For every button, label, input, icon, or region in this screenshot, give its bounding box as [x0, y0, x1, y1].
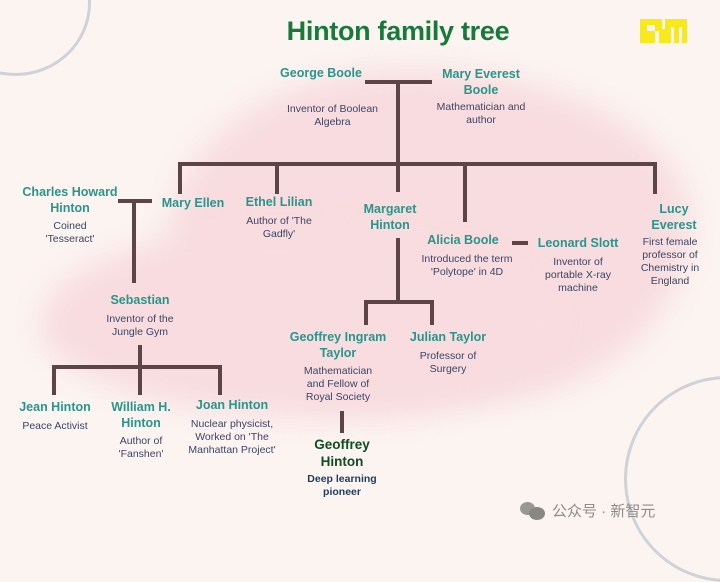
line-to-julian [430, 300, 434, 325]
line-margaret-down [396, 238, 400, 302]
person-description: Mathematician and author [436, 101, 526, 126]
taylor-sibling-bar [364, 300, 434, 304]
person-name: William H. Hinton [111, 400, 171, 430]
marriage-line-alicia-leonard [512, 241, 528, 245]
person-geoffrey-hinton: Geoffrey Hinton Deep learning pioneer [300, 436, 384, 499]
line-to-joan [218, 365, 222, 395]
person-julian-taylor: Julian Taylor Professor of Surgery [402, 330, 494, 376]
person-leonard-slott: Leonard Slott Inventor of portable X-ray… [530, 236, 626, 295]
person-name: Mary Everest Boole [442, 67, 520, 97]
person-description: Deep learning pioneer [307, 473, 377, 498]
person-description: Nuclear physicist, Worked on 'The Manhat… [188, 417, 276, 456]
watermark: 公众号 · 新智元 [520, 500, 655, 521]
person-name: Geoffrey Hinton [314, 437, 370, 469]
person-description: Inventor of Boolean Algebra [286, 103, 379, 128]
person-alicia-boole: Alicia Boole Introduced the term 'Polyto… [408, 233, 526, 279]
person-name: Margaret Hinton [363, 202, 417, 232]
person-margaret-hinton: Margaret Hinton [354, 202, 426, 233]
person-joan-hinton: Joan Hinton Nuclear physicist, Worked on… [180, 398, 284, 457]
person-description: Coined 'Tesseract' [45, 220, 95, 245]
watermark-text: 公众号 · 新智元 [552, 503, 656, 520]
person-george-boole: George Boole [266, 66, 376, 82]
person-charles-howard-hinton: Charles Howard Hinton Coined 'Tesseract' [16, 185, 124, 246]
person-description: Professor of Surgery [419, 349, 477, 375]
person-description: Inventor of the Jungle Gym [106, 312, 174, 338]
person-description: First female professor of Chemistry in E… [640, 236, 700, 287]
person-mary-everest-boole: Mary Everest Boole Mathematician and aut… [430, 67, 532, 127]
line-to-ethel-lilian [275, 162, 279, 194]
line-to-mary-ellen [178, 162, 182, 194]
person-description: Peace Activist [22, 419, 88, 432]
person-name: Jean Hinton [19, 400, 91, 414]
person-name: George Boole [280, 66, 362, 80]
person-george-boole-desc: Inventor of Boolean Algebra [270, 99, 395, 129]
sebastian-children-bar [52, 365, 222, 369]
person-name: Mary Ellen [161, 196, 225, 210]
person-sebastian: Sebastian Inventor of the Jungle Gym [88, 293, 192, 339]
line-to-margaret [396, 162, 400, 192]
person-ethel-lilian: Ethel Lilian Author of 'The Gadfly' [236, 195, 322, 241]
line-to-sebastian [132, 201, 136, 283]
person-description: Mathematician and Fellow of Royal Societ… [303, 365, 373, 403]
line-boole-down [396, 82, 400, 165]
sibling-bar [178, 162, 656, 166]
person-name: Lucy Everest [651, 202, 697, 232]
person-name: Leonard Slott [537, 236, 619, 250]
person-description: Author of 'The Gadfly' [246, 214, 312, 240]
person-description: Introduced the term 'Polytope' in 4D [421, 252, 513, 278]
person-jean-hinton: Jean Hinton Peace Activist [10, 400, 100, 433]
person-william-h-hinton: William H. Hinton Author of 'Fanshen' [102, 400, 180, 461]
line-to-lucy [653, 162, 657, 194]
person-name: Geoffrey Ingram Taylor [289, 330, 387, 360]
person-mary-ellen: Mary Ellen [153, 196, 233, 212]
line-sebastian-down [138, 345, 142, 370]
aim-logo [640, 19, 687, 43]
person-geoffrey-ingram-taylor: Geoffrey Ingram Taylor Mathematician and… [284, 330, 392, 404]
person-description: Author of 'Fanshen' [118, 435, 164, 460]
person-name: Joan Hinton [195, 398, 269, 412]
line-to-alicia [463, 162, 467, 222]
person-name: Charles Howard Hinton [22, 185, 118, 215]
wechat-icon [520, 501, 546, 521]
person-lucy-everest: Lucy Everest First female professor of C… [630, 202, 710, 288]
line-to-william [138, 365, 142, 395]
decorative-circle-bottom-right [624, 376, 720, 582]
pink-background-blob-lower [40, 230, 560, 420]
person-name: Sebastian [110, 293, 170, 307]
person-name: Julian Taylor [409, 330, 487, 344]
line-to-geoffrey-ingram [364, 300, 368, 325]
line-to-geoffrey-hinton [340, 411, 344, 433]
person-description: Inventor of portable X-ray machine [545, 255, 611, 294]
person-name: Ethel Lilian [245, 195, 313, 209]
page-title: Hinton family tree [286, 16, 510, 46]
person-name: Alicia Boole [427, 233, 499, 247]
line-to-jean [52, 365, 56, 395]
